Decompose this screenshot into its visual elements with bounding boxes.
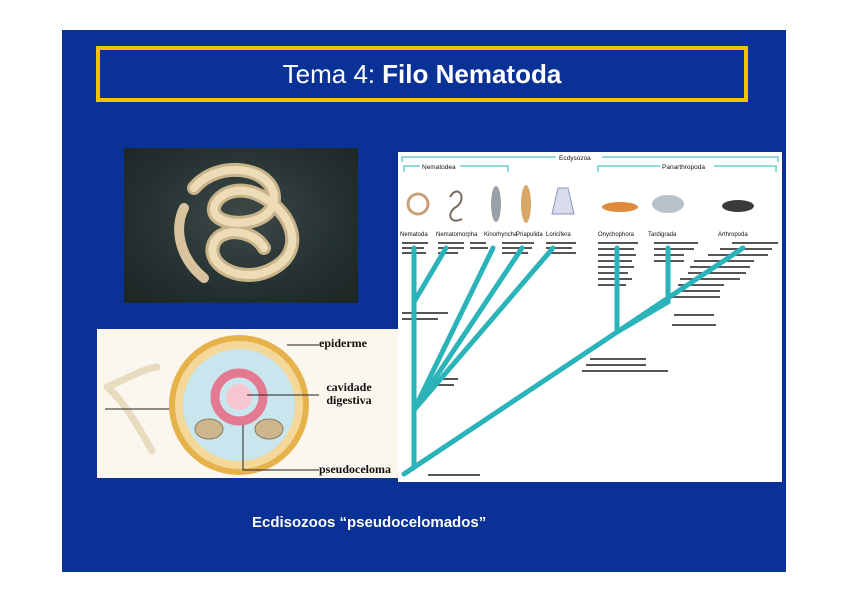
taxon-6: Tardigrada [648, 232, 677, 238]
taxon-2: Kinorhyncha [484, 232, 518, 238]
label-body-cavity: pseudoceloma [319, 462, 391, 476]
label-gut: cavidade digestiva [319, 381, 379, 407]
tree-group-left: Nematodea [422, 164, 456, 171]
title-bold: Filo Nematoda [382, 58, 562, 89]
tree-root-label: Ecdysozoa [559, 155, 591, 162]
tree-group-right: Panarthropoda [662, 164, 705, 171]
taxon-3: Priapulida [516, 232, 543, 238]
taxon-0: Nematoda [400, 232, 428, 238]
label-epidermis: epiderme [319, 336, 367, 350]
taxon-7: Arthropoda [718, 232, 748, 238]
label-gut-line2: digestiva [326, 393, 372, 407]
slide: Tema 4: Filo Nematoda [62, 30, 786, 572]
nematode-photo [124, 148, 358, 303]
taxon-1: Nematomorpha [436, 232, 478, 238]
title-prefix: Tema 4: [282, 58, 376, 89]
label-gut-line1: cavidade [326, 380, 372, 394]
cross-section-diagram: epiderme cavidade digestiva pseudoceloma [97, 329, 401, 478]
phylogenetic-tree: Ecdysozoa Nematodea Panarthropoda Nemato… [398, 152, 782, 482]
taxon-4: Loricifera [546, 232, 571, 238]
taxon-5: Onychophora [598, 232, 635, 238]
slide-caption: Ecdisozoos “pseudocelomados” [252, 514, 487, 531]
slide-title: Tema 4: Filo Nematoda [96, 46, 748, 102]
